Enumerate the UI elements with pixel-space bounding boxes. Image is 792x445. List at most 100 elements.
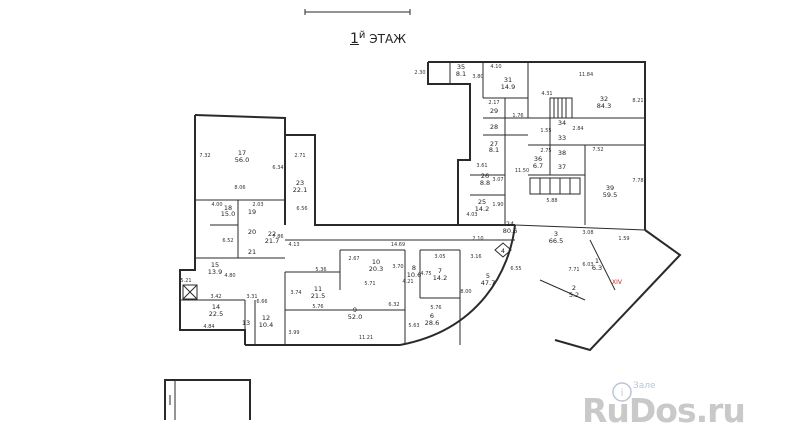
entrance-porch bbox=[164, 379, 251, 420]
room-24-area: 80.6 bbox=[503, 227, 517, 235]
internal-walls bbox=[180, 62, 646, 345]
dim: 3.99 bbox=[288, 330, 299, 336]
dim: 6.56 bbox=[296, 206, 307, 212]
dim: 7.71 bbox=[568, 267, 579, 273]
room-14-area: 22.5 bbox=[209, 310, 223, 318]
room-13-number: 13 bbox=[242, 319, 250, 327]
room-22-number: 22 bbox=[268, 230, 276, 238]
watermark-small-text: Зале bbox=[633, 381, 656, 391]
dim: 8.06 bbox=[234, 185, 245, 191]
dim: 5.63 bbox=[408, 323, 419, 329]
room-19-number: 19 bbox=[248, 208, 256, 216]
room-5-area: 47.7 bbox=[481, 279, 495, 287]
dim: 5.21 bbox=[180, 278, 191, 284]
watermark-text: RuDos.ru bbox=[582, 391, 746, 430]
dim: 6.66 bbox=[256, 299, 267, 305]
room-17-area: 56.0 bbox=[235, 156, 249, 164]
dimension-labels: 2.30 3.80 4.10 11.84 4.31 8.21 2.17 1.76… bbox=[180, 64, 643, 341]
room-23-number: 23 bbox=[296, 179, 304, 187]
dim: 3.07 bbox=[492, 177, 503, 183]
room-23-area: 22.1 bbox=[293, 186, 307, 194]
room-3-area: 66.5 bbox=[549, 237, 563, 245]
dim: 11.21 bbox=[359, 335, 373, 341]
dim: 7.52 bbox=[592, 147, 603, 153]
dim: 4.21 bbox=[402, 279, 413, 285]
room-21-number: 21 bbox=[248, 248, 256, 256]
dim: 1.55 bbox=[540, 128, 551, 134]
dim: 2.71 bbox=[294, 153, 305, 159]
scale-bar bbox=[304, 9, 411, 15]
dim: 5.76 bbox=[312, 304, 323, 310]
room-3-number: 3 bbox=[554, 230, 558, 238]
room-25-area: 14.2 bbox=[475, 205, 489, 213]
room-20-number: 20 bbox=[248, 228, 256, 236]
dim: 3.05 bbox=[434, 254, 445, 260]
dim: 3.08 bbox=[582, 230, 593, 236]
stairs bbox=[529, 97, 581, 195]
room-4-number: 4 bbox=[501, 247, 505, 255]
dim: 4.00 bbox=[211, 202, 222, 208]
room-6-area: 28.6 bbox=[425, 319, 439, 327]
room-35-area: 8.1 bbox=[456, 70, 466, 78]
room-labels: 35 8.1 31 14.9 32 84.3 29 28 27 8.1 34 3… bbox=[208, 63, 617, 329]
dim: 2.03 bbox=[252, 202, 263, 208]
dim: 3.16 bbox=[470, 254, 481, 260]
dim: 4.75 bbox=[420, 271, 431, 277]
dim: 5.71 bbox=[364, 281, 375, 287]
room-2-number: 2 bbox=[572, 284, 576, 292]
dim: 3.31 bbox=[246, 294, 257, 300]
lift-shaft bbox=[182, 284, 198, 300]
room-8-number: 8 bbox=[412, 264, 416, 272]
room-6-number: 6 bbox=[430, 312, 434, 320]
dim: 4.13 bbox=[288, 242, 299, 248]
dim: 5.76 bbox=[430, 305, 441, 311]
room-5-number: 5 bbox=[486, 272, 490, 280]
room-9-area: 52.0 bbox=[348, 313, 362, 321]
room-4-marker bbox=[494, 242, 512, 258]
dim: 2.84 bbox=[572, 126, 583, 132]
room-26-number: 26 bbox=[481, 172, 489, 180]
room-34-number: 34 bbox=[558, 119, 566, 127]
dim: 6.55 bbox=[510, 266, 521, 272]
room-36-area: 6.7 bbox=[533, 162, 543, 170]
room-26-area: 8.8 bbox=[480, 179, 490, 187]
dim: 1.90 bbox=[492, 202, 503, 208]
room-1-area: 6.3 bbox=[592, 264, 602, 272]
room-25-number: 25 bbox=[478, 198, 486, 206]
floor-suffix: й bbox=[358, 30, 366, 41]
dim: 2.10 bbox=[472, 236, 483, 242]
room-39-number: 39 bbox=[606, 184, 614, 192]
room-14-number: 14 bbox=[212, 303, 220, 311]
dim: 4.10 bbox=[490, 64, 501, 70]
room-8-area: 10.6 bbox=[407, 271, 421, 279]
room-37-number: 37 bbox=[558, 163, 566, 171]
room-11-number: 11 bbox=[314, 285, 322, 293]
dim: 2.30 bbox=[414, 70, 425, 76]
dim: 2.17 bbox=[488, 100, 499, 106]
room-15-number: 15 bbox=[211, 261, 219, 269]
dim: 3.70 bbox=[392, 264, 403, 270]
dim: 4.84 bbox=[203, 324, 214, 330]
room-32-area: 84.3 bbox=[597, 102, 611, 110]
floor-label: ЭТАЖ bbox=[369, 32, 407, 46]
room-2-area: 5.2 bbox=[569, 291, 579, 299]
room-10-area: 20.3 bbox=[369, 265, 383, 273]
room-31-number: 31 bbox=[504, 76, 512, 84]
room-39-area: 59.5 bbox=[603, 191, 617, 199]
room-1-number: 1 bbox=[595, 257, 599, 265]
dim: 5.88 bbox=[546, 198, 557, 204]
dim: 2.67 bbox=[348, 256, 359, 262]
dim: 14.69 bbox=[391, 242, 405, 248]
floor-title: 1й ЭТАЖ bbox=[350, 30, 406, 47]
floor-number: 1 bbox=[350, 31, 359, 47]
dim: 11.50 bbox=[515, 168, 529, 174]
room-12-number: 12 bbox=[262, 314, 270, 322]
room-9-number: 9 bbox=[353, 306, 357, 314]
room-31-area: 14.9 bbox=[501, 83, 515, 91]
svg-text:i: i bbox=[621, 388, 624, 399]
room-38-number: 38 bbox=[558, 149, 566, 157]
room-28-number: 28 bbox=[490, 123, 498, 131]
dim: 8.21 bbox=[632, 98, 643, 104]
room-36-number: 36 bbox=[534, 155, 542, 163]
